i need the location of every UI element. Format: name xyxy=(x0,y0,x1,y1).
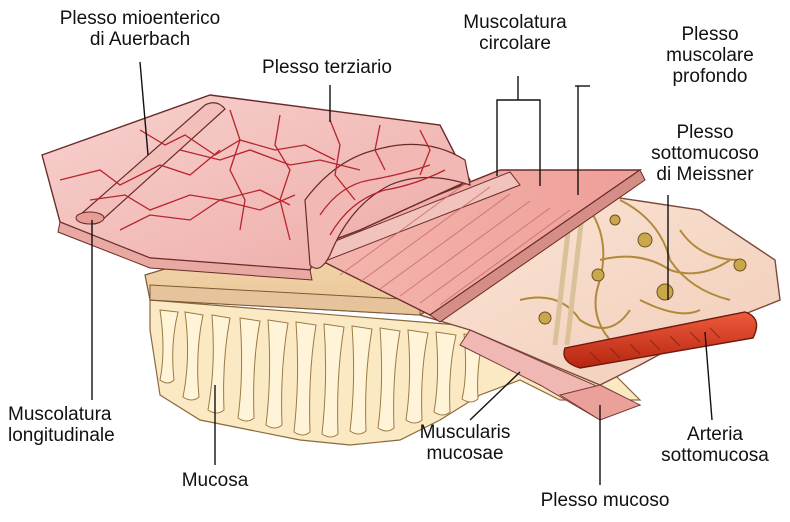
label-muscularis-mucosae: Muscularis mucosae xyxy=(390,422,540,464)
label-muscolatura-longitudinale: Muscolatura longitudinale xyxy=(8,404,188,446)
label-mucosa: Mucosa xyxy=(160,470,270,491)
label-muscolatura-circolare: Muscolatura circolare xyxy=(440,12,590,54)
label-line: profondo xyxy=(640,66,780,87)
label-plesso-mucoso: Plesso mucoso xyxy=(505,490,705,511)
label-plesso-muscolare-profondo: Plesso muscolare profondo xyxy=(640,24,780,87)
label-line: Muscularis xyxy=(390,422,540,443)
label-line: Muscolatura xyxy=(8,404,188,425)
label-line: Plesso terziario xyxy=(232,57,422,78)
label-line: sottomucoso xyxy=(630,143,780,164)
label-plesso-sottomucoso: Plesso sottomucoso di Meissner xyxy=(630,122,780,185)
label-line: Plesso xyxy=(630,122,780,143)
label-line: Plesso xyxy=(640,24,780,45)
label-line: Mucosa xyxy=(160,470,270,491)
label-line: Plesso mioenterico xyxy=(20,8,260,29)
label-line: Plesso mucoso xyxy=(505,490,705,511)
label-plesso-mioenterico: Plesso mioenterico di Auerbach xyxy=(20,8,260,50)
label-line: circolare xyxy=(440,33,590,54)
label-plesso-terziario: Plesso terziario xyxy=(232,57,422,78)
label-line: mucosae xyxy=(390,443,540,464)
label-line: sottomucosa xyxy=(640,445,790,466)
label-line: muscolare xyxy=(640,45,780,66)
label-line: Muscolatura xyxy=(440,12,590,33)
label-line: Arteria xyxy=(640,424,790,445)
label-line: di Meissner xyxy=(630,164,780,185)
label-line: longitudinale xyxy=(8,425,188,446)
label-arteria-sottomucosa: Arteria sottomucosa xyxy=(640,424,790,466)
label-line: di Auerbach xyxy=(20,29,260,50)
